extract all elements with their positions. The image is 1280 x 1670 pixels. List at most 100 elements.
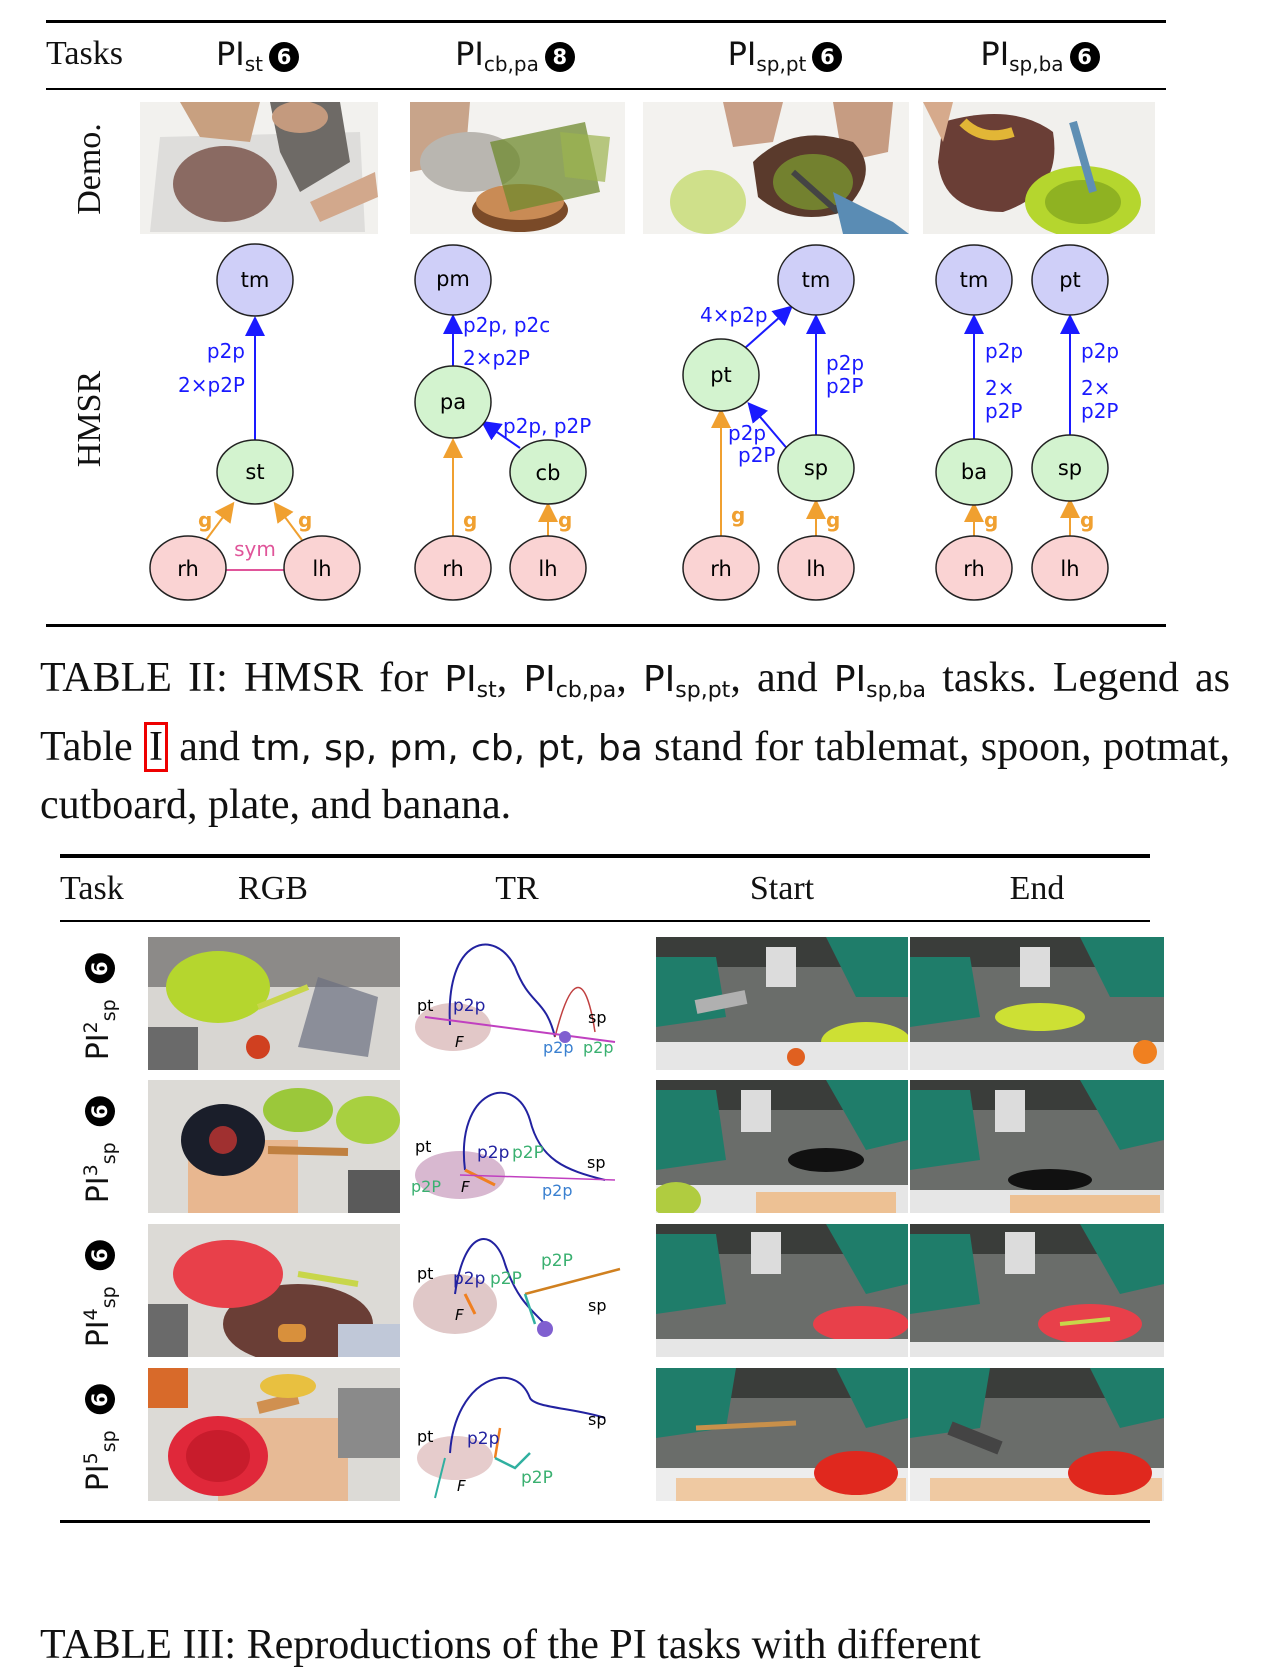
edge-label: 2×p2P	[178, 373, 245, 397]
table3-header-tr: TR	[495, 870, 539, 907]
svg-text:rh: rh	[710, 557, 732, 581]
svg-text:p2P: p2P	[521, 1468, 553, 1488]
table3-header-task: Task	[60, 870, 124, 907]
svg-text:tm: tm	[960, 268, 989, 292]
edge-label: g	[731, 503, 745, 527]
node-rh	[935, 535, 1013, 601]
start-image-row4	[656, 1368, 908, 1501]
row-label-demo: Demo.	[71, 123, 108, 215]
tr-plot-row4: pt p2p sp p2P F	[417, 1376, 607, 1499]
edge-label: g	[558, 508, 572, 532]
svg-text:tm: tm	[802, 268, 831, 292]
svg-text:pt: pt	[417, 996, 433, 1015]
node-pm	[414, 244, 492, 316]
edge-label: p2p	[207, 339, 245, 363]
end-image-row3	[910, 1224, 1164, 1357]
edge-label: p2P	[826, 374, 863, 398]
node-pt	[682, 338, 760, 412]
start-image-row2	[656, 1080, 908, 1213]
node-ba	[935, 438, 1013, 506]
svg-text:sp: sp	[1058, 456, 1082, 480]
table2-header-rule	[46, 88, 1166, 90]
demo-image-st	[140, 102, 378, 234]
node-pa	[414, 365, 492, 439]
hmsr-graphs: p2p 2×p2P g g sym tm st rh lh p2p, p2c 2…	[149, 243, 1119, 601]
edge-label: p2P	[738, 443, 775, 467]
demo-image-sp-pt	[643, 102, 909, 234]
node-pt	[1031, 244, 1109, 316]
node-lh	[509, 535, 587, 601]
edge-label: g	[198, 508, 212, 532]
svg-text:ba: ba	[961, 460, 987, 484]
edge-label: p2P	[985, 399, 1022, 423]
edge-label: 2×p2P	[463, 346, 530, 370]
svg-text:cb: cb	[536, 461, 561, 485]
svg-text:p2P: p2P	[490, 1269, 522, 1289]
hmsr-graph-st: p2p 2×p2P g g sym tm st rh lh	[149, 243, 361, 601]
edge-label: g	[463, 508, 477, 532]
node-rh	[682, 535, 760, 601]
svg-text:F: F	[455, 1306, 464, 1324]
node-tm	[216, 243, 294, 317]
edge-label: p2P	[1081, 399, 1118, 423]
tr-plot-row1: pt p2p sp p2p p2p F	[415, 943, 616, 1057]
edge-label: p2p	[826, 351, 864, 375]
task-label-pi2-sp: PI2sp 6	[70, 937, 130, 1077]
table3-top-rule	[60, 854, 1150, 858]
svg-text:pt: pt	[1059, 268, 1081, 292]
edge-label: g	[1080, 508, 1094, 532]
edge-label: p2p, p2c	[463, 313, 550, 337]
svg-text:pm: pm	[436, 267, 470, 291]
svg-text:sp: sp	[588, 1008, 607, 1027]
edge-label: sym	[234, 537, 276, 561]
table2-bottom-rule	[46, 624, 1166, 627]
node-st	[216, 439, 294, 505]
edge-label: 2×	[985, 376, 1014, 400]
task-badge: 6	[1069, 42, 1100, 73]
svg-text:pt: pt	[710, 363, 732, 387]
svg-text:tm: tm	[241, 268, 270, 292]
edge-label: g	[984, 508, 998, 532]
svg-text:sp: sp	[588, 1410, 607, 1429]
svg-text:sp: sp	[587, 1153, 606, 1172]
svg-text:lh: lh	[1060, 557, 1079, 581]
svg-text:p2P: p2P	[411, 1177, 441, 1196]
rgb-image-row2	[148, 1080, 400, 1213]
svg-text:F: F	[457, 1477, 466, 1495]
table-reference-link[interactable]: I	[143, 722, 168, 772]
demo-image-sp-ba	[923, 102, 1155, 234]
node-lh	[777, 535, 855, 601]
svg-text:rh: rh	[963, 557, 985, 581]
rgb-image-row1	[148, 937, 400, 1070]
demo-image-cb-pa	[410, 102, 625, 234]
end-image-row1	[910, 937, 1164, 1070]
svg-text:sp: sp	[804, 456, 828, 480]
edge-label: g	[826, 508, 840, 532]
svg-text:pt: pt	[417, 1264, 433, 1283]
end-image-row4	[910, 1368, 1164, 1501]
task-badge: 6	[84, 953, 115, 984]
node-rh	[414, 535, 492, 601]
edge-label: 4×p2p	[700, 303, 768, 327]
svg-text:p2p: p2p	[453, 1269, 485, 1289]
svg-text:p2p: p2p	[453, 996, 485, 1016]
edge-label: g	[298, 508, 312, 532]
table2-header-tasks: Tasks	[46, 35, 123, 72]
hmsr-graph-sp-pt: 4×p2p p2p p2P p2p p2P g g tm pt sp rh lh	[682, 244, 864, 601]
svg-text:lh: lh	[806, 557, 825, 581]
task-label-pi4-sp: PI4sp 6	[70, 1224, 130, 1364]
node-tm	[777, 244, 855, 316]
node-lh	[283, 535, 361, 601]
rgb-image-row3	[148, 1224, 400, 1357]
svg-text:pt: pt	[415, 1137, 431, 1156]
svg-text:p2p: p2p	[542, 1181, 573, 1200]
task-badge: 6	[269, 42, 299, 73]
edge-label: p2p	[1081, 339, 1119, 363]
svg-text:lh: lh	[312, 557, 331, 581]
edge-label: p2p, p2P	[503, 414, 591, 438]
table2-caption: TABLE II: HMSR for PIst, PIcb,pa, PIsp,p…	[40, 655, 1231, 828]
